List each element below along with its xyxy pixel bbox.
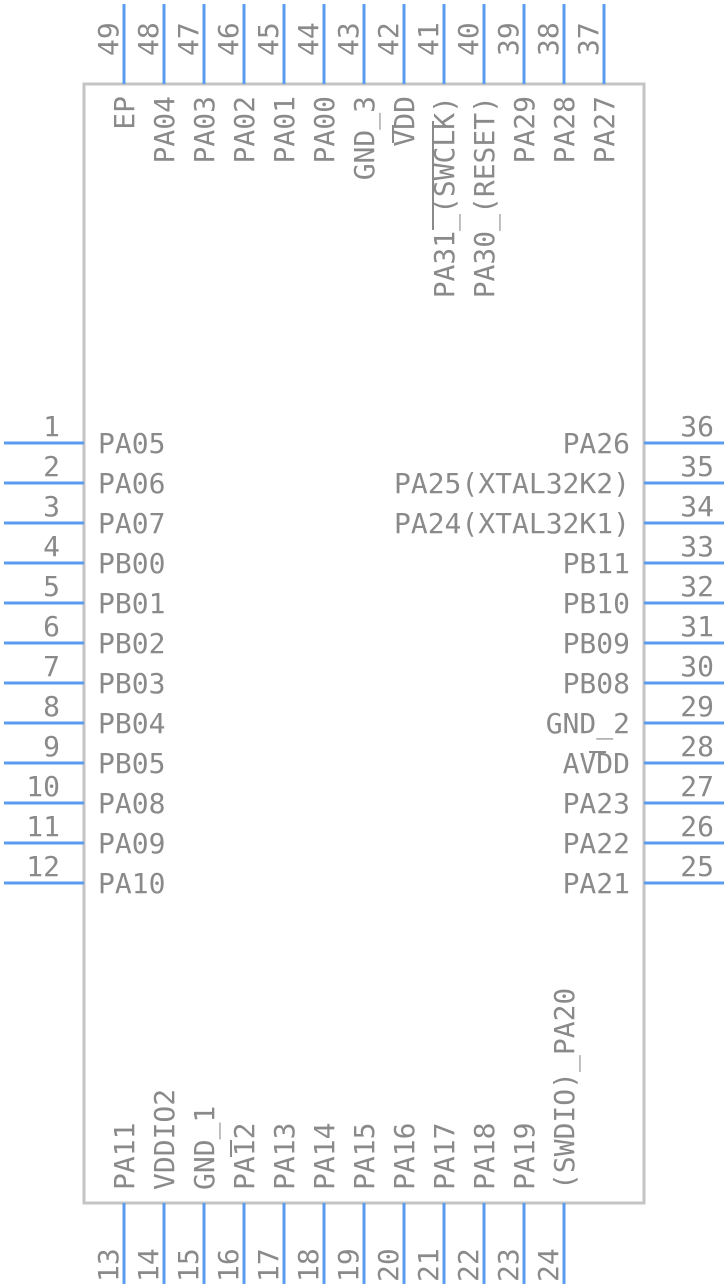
pin-2-number: 2 bbox=[43, 450, 60, 483]
pin-label-pb03: PB03 bbox=[98, 667, 165, 700]
pin-47-number: 47 bbox=[172, 22, 205, 56]
pin-label-pa06: PA06 bbox=[98, 467, 165, 500]
pin-10-number: 10 bbox=[26, 770, 60, 803]
pin-4-number: 4 bbox=[43, 530, 60, 563]
pin-40-number: 40 bbox=[452, 22, 485, 56]
pin-21-number: 21 bbox=[412, 1248, 445, 1282]
pin-label-gnd-3: GND_3 bbox=[348, 96, 382, 180]
pin-label-pa07: PA07 bbox=[98, 507, 165, 540]
pin-label-pa15: PA15 bbox=[348, 1123, 381, 1190]
pin-23-number: 23 bbox=[492, 1248, 525, 1282]
pin-18-number: 18 bbox=[292, 1248, 325, 1282]
ic-body bbox=[82, 82, 646, 1205]
pin-39-number: 39 bbox=[492, 22, 525, 56]
pin-32-number: 32 bbox=[680, 570, 714, 603]
pin-label-pa24-xtal32k1: PA24(XTAL32K1) bbox=[394, 507, 630, 540]
pin-label-pa16: PA16 bbox=[388, 1123, 421, 1190]
pin-45-number: 45 bbox=[252, 22, 285, 56]
pin-29-number: 29 bbox=[680, 690, 714, 723]
pin-5-number: 5 bbox=[43, 570, 60, 603]
pin-28-number: 28 bbox=[680, 730, 714, 763]
pin-19-number: 19 bbox=[332, 1248, 365, 1282]
pin-7-number: 7 bbox=[43, 650, 60, 683]
pin-25-number: 25 bbox=[680, 850, 714, 883]
pin-label-pa28: PA28 bbox=[548, 96, 581, 163]
pin-36-number: 36 bbox=[680, 410, 714, 443]
pin-label-pa03: PA03 bbox=[188, 96, 221, 163]
pin-label-pa00: PA00 bbox=[308, 96, 341, 163]
pin-1-number: 1 bbox=[43, 410, 60, 443]
pin-37-number: 37 bbox=[572, 22, 605, 56]
pin-label-pa29: PA29 bbox=[508, 96, 541, 163]
pin-35-number: 35 bbox=[680, 450, 714, 483]
pin-46-number: 46 bbox=[212, 22, 245, 56]
pin-label-swdio-pa20: (SWDIO)_PA20 bbox=[548, 988, 582, 1190]
pin-48-number: 48 bbox=[132, 22, 165, 56]
pin-label-pa04: PA04 bbox=[148, 96, 181, 163]
pin-24-number: 24 bbox=[532, 1248, 565, 1282]
pin-49-number: 49 bbox=[92, 22, 125, 56]
pin-label-pb09: PB09 bbox=[563, 627, 630, 660]
pin-13-number: 13 bbox=[92, 1248, 125, 1282]
pin-label-pb02: PB02 bbox=[98, 627, 165, 660]
pin-17-number: 17 bbox=[252, 1248, 285, 1282]
pin-label-pb08: PB08 bbox=[563, 667, 630, 700]
pin-16-number: 16 bbox=[212, 1248, 245, 1282]
pin-11-number: 11 bbox=[26, 810, 60, 843]
pin-label-pb04: PB04 bbox=[98, 707, 165, 740]
pin-label-pb00: PB00 bbox=[98, 547, 165, 580]
pin-label-gnd-1: GND_1 bbox=[188, 1106, 222, 1190]
pin-41-number: 41 bbox=[412, 22, 445, 56]
pin-3-number: 3 bbox=[43, 490, 60, 523]
pin-label-pa26: PA26 bbox=[563, 427, 630, 460]
pin-label-pb11: PB11 bbox=[563, 547, 630, 580]
pin-label-ep: EP bbox=[108, 96, 141, 130]
pin-label-pa17: PA17 bbox=[428, 1123, 461, 1190]
pin-label-pa18: PA18 bbox=[468, 1123, 501, 1190]
pin-27-number: 27 bbox=[680, 770, 714, 803]
pin-label-pa19: PA19 bbox=[508, 1123, 541, 1190]
pin-label-pa11: PA11 bbox=[108, 1123, 141, 1190]
pin-label-pa27: PA27 bbox=[588, 96, 621, 163]
pin-label-pa23: PA23 bbox=[563, 787, 630, 820]
pin-label-pa10: PA10 bbox=[98, 867, 165, 900]
pin-44-number: 44 bbox=[292, 22, 325, 56]
pin-label-pa21: PA21 bbox=[563, 867, 630, 900]
pin-label-pa09: PA09 bbox=[98, 827, 165, 860]
pin-26-number: 26 bbox=[680, 810, 714, 843]
pin-31-number: 31 bbox=[680, 610, 714, 643]
pin-label-pa30-reset: PA30_(RESET) bbox=[468, 96, 502, 298]
pin-30-number: 30 bbox=[680, 650, 714, 683]
pin-label-pa22: PA22 bbox=[563, 827, 630, 860]
pin-8-number: 8 bbox=[43, 690, 60, 723]
pin-6-number: 6 bbox=[43, 610, 60, 643]
pin-label-pb01: PB01 bbox=[98, 587, 165, 620]
pin-43-number: 43 bbox=[332, 22, 365, 56]
pin-14-number: 14 bbox=[132, 1248, 165, 1282]
pin-label-pa13: PA13 bbox=[268, 1123, 301, 1190]
pin-20-number: 20 bbox=[372, 1248, 405, 1282]
pin-label-pa08: PA08 bbox=[98, 787, 165, 820]
pin-12-number: 12 bbox=[26, 850, 60, 883]
pin-label-gnd-2: GND_2 bbox=[546, 707, 630, 741]
pin-34-number: 34 bbox=[680, 490, 714, 523]
pin-22-number: 22 bbox=[452, 1248, 485, 1282]
pin-label-pa12: PA12 bbox=[228, 1123, 261, 1190]
pin-33-number: 33 bbox=[680, 530, 714, 563]
pin-label-pa25-xtal32k2: PA25(XTAL32K2) bbox=[394, 467, 630, 500]
pin-label-pb05: PB05 bbox=[98, 747, 165, 780]
pin-15-number: 15 bbox=[172, 1248, 205, 1282]
overlines bbox=[230, 121, 606, 1157]
pin-42-number: 42 bbox=[372, 22, 405, 56]
pin-9-number: 9 bbox=[43, 730, 60, 763]
pin-label-pa05: PA05 bbox=[98, 427, 165, 460]
pin-label-vddio2: VDDIO2 bbox=[148, 1089, 181, 1190]
pin-label-pb10: PB10 bbox=[563, 587, 630, 620]
pin-38-number: 38 bbox=[532, 22, 565, 56]
pin-label-pa01: PA01 bbox=[268, 96, 301, 163]
pin-label-pa14: PA14 bbox=[308, 1123, 341, 1190]
pin-label-pa02: PA02 bbox=[228, 96, 261, 163]
